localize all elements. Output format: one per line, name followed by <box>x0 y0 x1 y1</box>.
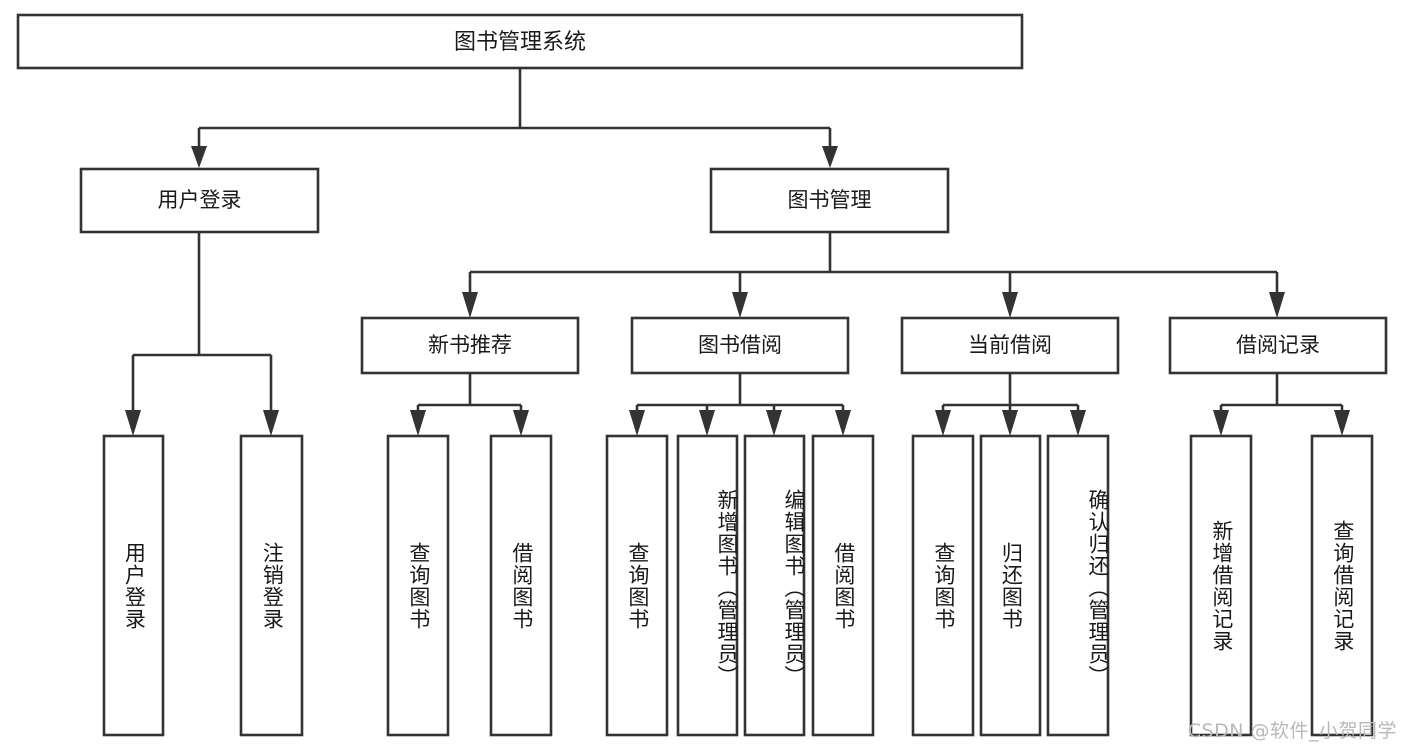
arrow-head-icon <box>835 410 851 436</box>
node-leaf-box-new-book-1[interactable] <box>489 434 553 737</box>
node-current-borrow-label: 当前借阅 <box>968 333 1052 357</box>
node-user-login-label: 用户登录 <box>158 188 242 212</box>
arrow-head-icon <box>935 410 951 436</box>
connector-group-userlogin-to-leaves <box>125 232 279 436</box>
arrow-head-icon <box>410 410 426 436</box>
arrow-head-icon <box>1002 410 1018 436</box>
node-leaf-box-current-borrow-0[interactable] <box>911 434 975 737</box>
node-root-box[interactable] <box>16 13 1024 70</box>
node-book-borrow-label: 图书借阅 <box>698 333 782 357</box>
arrow-head-icon <box>513 410 529 436</box>
node-leaf-box-book-borrow-3[interactable] <box>811 434 875 737</box>
node-leaf-box-user-login-0[interactable] <box>102 434 165 737</box>
node-borrow-record-label: 借阅记录 <box>1236 333 1320 357</box>
arrow-head-icon <box>1070 410 1086 436</box>
connector-group-current-to-leaves <box>935 373 1086 436</box>
arrow-head-icon <box>125 410 141 436</box>
connector-group-newbook-to-leaves <box>410 373 529 436</box>
node-leaf-box-current-borrow-1[interactable] <box>979 434 1042 737</box>
node-root-label: 图书管理系统 <box>454 30 586 55</box>
node-book-borrow-box[interactable] <box>630 316 850 375</box>
node-leaf-box-borrow-record-0[interactable] <box>1189 434 1253 737</box>
node-leaf-box-new-book-0[interactable] <box>386 434 450 737</box>
node-user-login-box[interactable] <box>79 167 320 234</box>
arrow-head-icon <box>462 292 478 318</box>
node-new-book-recommend-label: 新书推荐 <box>428 333 512 357</box>
arrow-head-icon <box>1213 410 1229 436</box>
arrow-head-icon <box>732 292 748 318</box>
arrow-head-icon <box>699 410 715 436</box>
arrow-head-icon <box>263 410 279 436</box>
connector-group-record-to-leaves <box>1213 373 1350 436</box>
connector-group-root-to-level2 <box>191 68 838 168</box>
connector-group-bookmgmt-to-level3 <box>462 232 1285 318</box>
arrow-head-icon <box>191 146 207 168</box>
node-book-management-box[interactable] <box>709 167 950 234</box>
node-leaf-box-book-borrow-0[interactable] <box>605 434 669 737</box>
node-leaf-box-book-borrow-1[interactable] <box>676 434 739 737</box>
node-leaf-box-current-borrow-2[interactable] <box>1046 434 1110 737</box>
node-current-borrow-box[interactable] <box>900 316 1120 375</box>
node-leaf-box-user-login-1[interactable] <box>239 434 304 737</box>
connector-group-borrow-to-leaves <box>629 373 851 436</box>
node-leaf-box-book-borrow-2[interactable] <box>743 434 806 737</box>
arrow-head-icon <box>629 410 645 436</box>
arrow-head-icon <box>1269 292 1285 318</box>
watermark-label: CSDN @软件_小贺同学 <box>1187 720 1397 742</box>
node-book-management-label: 图书管理 <box>788 188 872 212</box>
arrow-head-icon <box>1334 410 1350 436</box>
arrow-head-icon <box>1002 292 1018 318</box>
node-new-book-recommend-box[interactable] <box>360 316 580 375</box>
node-leaf-box-borrow-record-1[interactable] <box>1310 434 1374 737</box>
arrow-head-icon <box>766 410 782 436</box>
arrow-head-icon <box>822 146 838 168</box>
node-borrow-record-box[interactable] <box>1168 316 1388 375</box>
